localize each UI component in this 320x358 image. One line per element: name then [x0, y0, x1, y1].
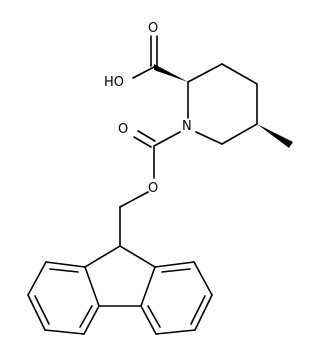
bond-ccarb-o-double-1 [133, 136, 152, 148]
bond-c6-n [195, 131, 223, 145]
bond-r-f-a [140, 266, 156, 307]
wedge-bond-c2-cooh [154, 64, 188, 82]
atom-o-carbonyl-acid: O [148, 21, 158, 36]
bond-l-e-f [83, 305, 100, 335]
bond-l-inner-2 [34, 295, 50, 325]
bond-n-ccarbamate [153, 131, 181, 147]
bond-r-inner-3 [147, 305, 161, 328]
bond-r-b-c [193, 261, 213, 296]
bond-c9-c8a [84, 245, 121, 268]
bond-l-c-d [27, 294, 46, 331]
atom-n-ring: N [182, 119, 192, 134]
bond-cacid-oh [132, 66, 155, 79]
atom-oh-acid: HO [104, 75, 124, 90]
atom-o-ester: O [148, 181, 158, 196]
bonds [27, 35, 258, 335]
wedge-bond-c5-methyl [257, 124, 293, 148]
bond-c2-c3 [187, 63, 223, 83]
bond-oester-ch2 [119, 191, 149, 208]
bond-r-inner-2 [190, 295, 206, 325]
bond-l-d-e [44, 329, 85, 335]
bond-l-inner-1 [49, 268, 79, 273]
bond-r-a-b [154, 261, 195, 268]
bond-ccarb-o-double-2 [137, 130, 156, 142]
bond-l-b-c [27, 261, 47, 296]
atom-o-carbonyl-carbamate: O [118, 122, 128, 137]
bond-c3-c4 [221, 63, 258, 85]
bond-l-f-a [84, 266, 100, 307]
bond-l-a-b [45, 261, 86, 268]
bond-r-d-e [155, 329, 196, 335]
bond-c9-c9a [119, 245, 156, 268]
bond-c5-c6 [221, 123, 258, 145]
bond-r-inner-1 [161, 268, 191, 273]
bond-r-e-f [140, 305, 157, 335]
bond-l-inner-3 [79, 305, 93, 328]
bond-r-c-d [194, 294, 213, 331]
